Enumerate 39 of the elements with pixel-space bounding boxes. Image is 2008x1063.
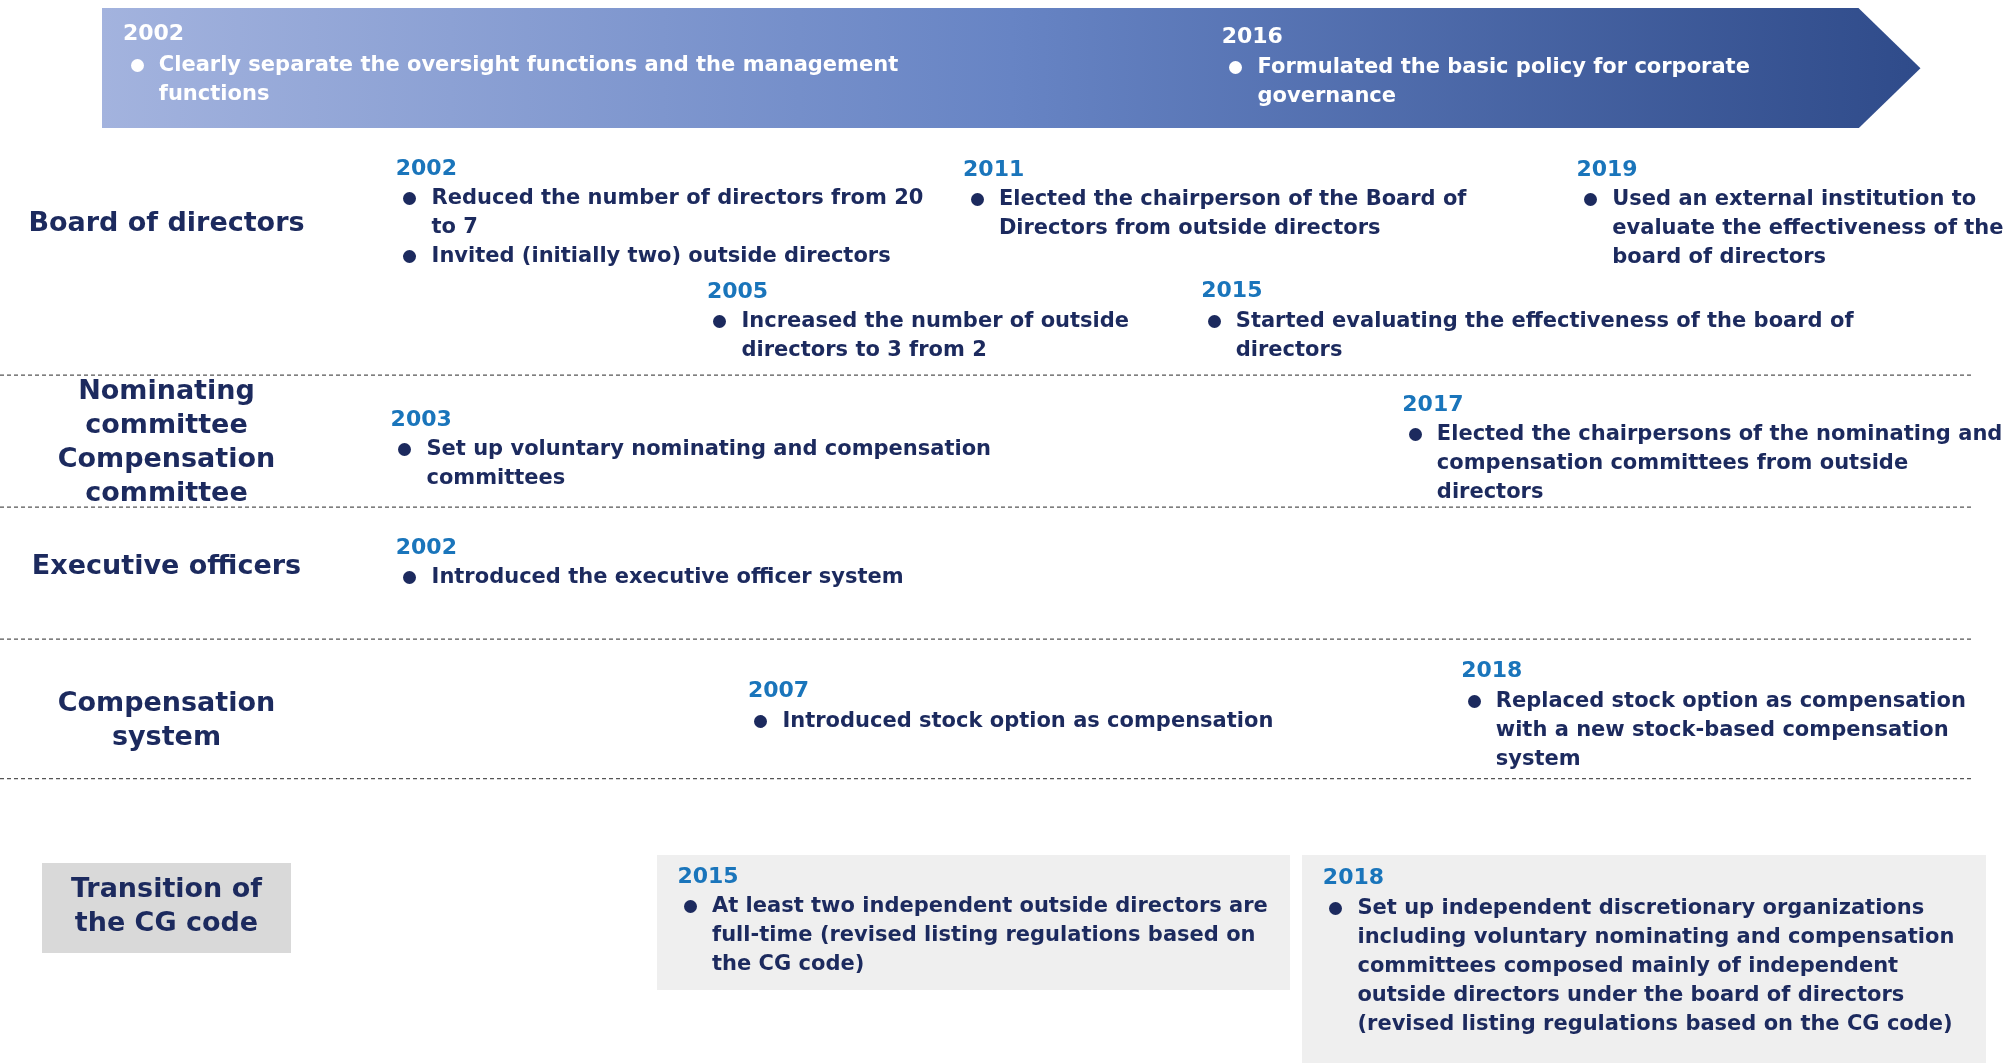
heading-box [42, 863, 291, 953]
row-heading: Nominating committee [77, 372, 256, 441]
year-label: 2015 [677, 863, 740, 890]
info-box [1302, 855, 1987, 1063]
year-label: 2011 [963, 156, 1026, 183]
row-heading: Executive officers [30, 548, 303, 583]
bullet-text: Elected the chairperson of the Board of Directors from outside directors [998, 185, 1468, 242]
bullet-text: Started evaluating the effectiveness of the board of directors [1235, 307, 1855, 364]
row-heading: Compensation system [56, 685, 277, 754]
year-label: 2018 [1461, 656, 1524, 683]
bullet-text: Set up independent discretionary organizations including voluntary nominating and compensation committees composed mainly of independent outside directors under the board of directors (revised listing regulations based on the CG code) [1357, 893, 1956, 1037]
bullet-text: Introduced the executive officer system [431, 563, 905, 591]
year-label: 2002 [395, 154, 458, 181]
year-label: 2007 [747, 677, 811, 704]
bullet-text: Replaced stock option as compensation with a new stock-based compensation system [1495, 687, 1967, 773]
year-label: 2002 [122, 20, 186, 47]
bullet-text: Formulated the basic policy for corporate governance [1257, 53, 1751, 110]
year-label: 2002 [395, 534, 458, 560]
row-heading: Board of directors [27, 204, 306, 239]
year-label: 2017 [1402, 390, 1465, 417]
year-label: 2018 [1322, 864, 1386, 891]
timeline-arrow-banner [102, 7, 1921, 129]
bullet-text: Used an external institution to evaluate the effectiveness of the board of directors [1612, 185, 2005, 271]
bullet-text: Invited (initially two) outside directors [431, 241, 892, 269]
year-label: 2019 [1576, 156, 1639, 183]
year-label: 2015 [1201, 276, 1264, 303]
year-label: 2003 [390, 405, 453, 432]
bullet-text: At least two independent outside directors are full-time (revised listing regulations based on the CG code) [712, 892, 1269, 978]
bullet-text: Reduced the number of directors from 20 to 7 [431, 184, 925, 241]
bullet-text: Clearly separate the oversight functions and the management functions [158, 50, 900, 107]
info-box [656, 855, 1290, 990]
bullet-text: Set up voluntary nominating and compensation committees [426, 435, 993, 492]
bullet-text: Elected the chairpersons of the nominating and compensation committees from outside directors [1436, 419, 2004, 505]
bullet-text: Increased the number of outside directors to 3 from 2 [741, 307, 1131, 364]
box-heading: Transition of the CG code [69, 870, 264, 939]
year-label: 2005 [706, 277, 770, 304]
year-label: 2016 [1221, 23, 1284, 50]
row-heading: Compensation committee [56, 440, 277, 509]
bullet-text: Introduced stock option as compensation [782, 706, 1275, 734]
